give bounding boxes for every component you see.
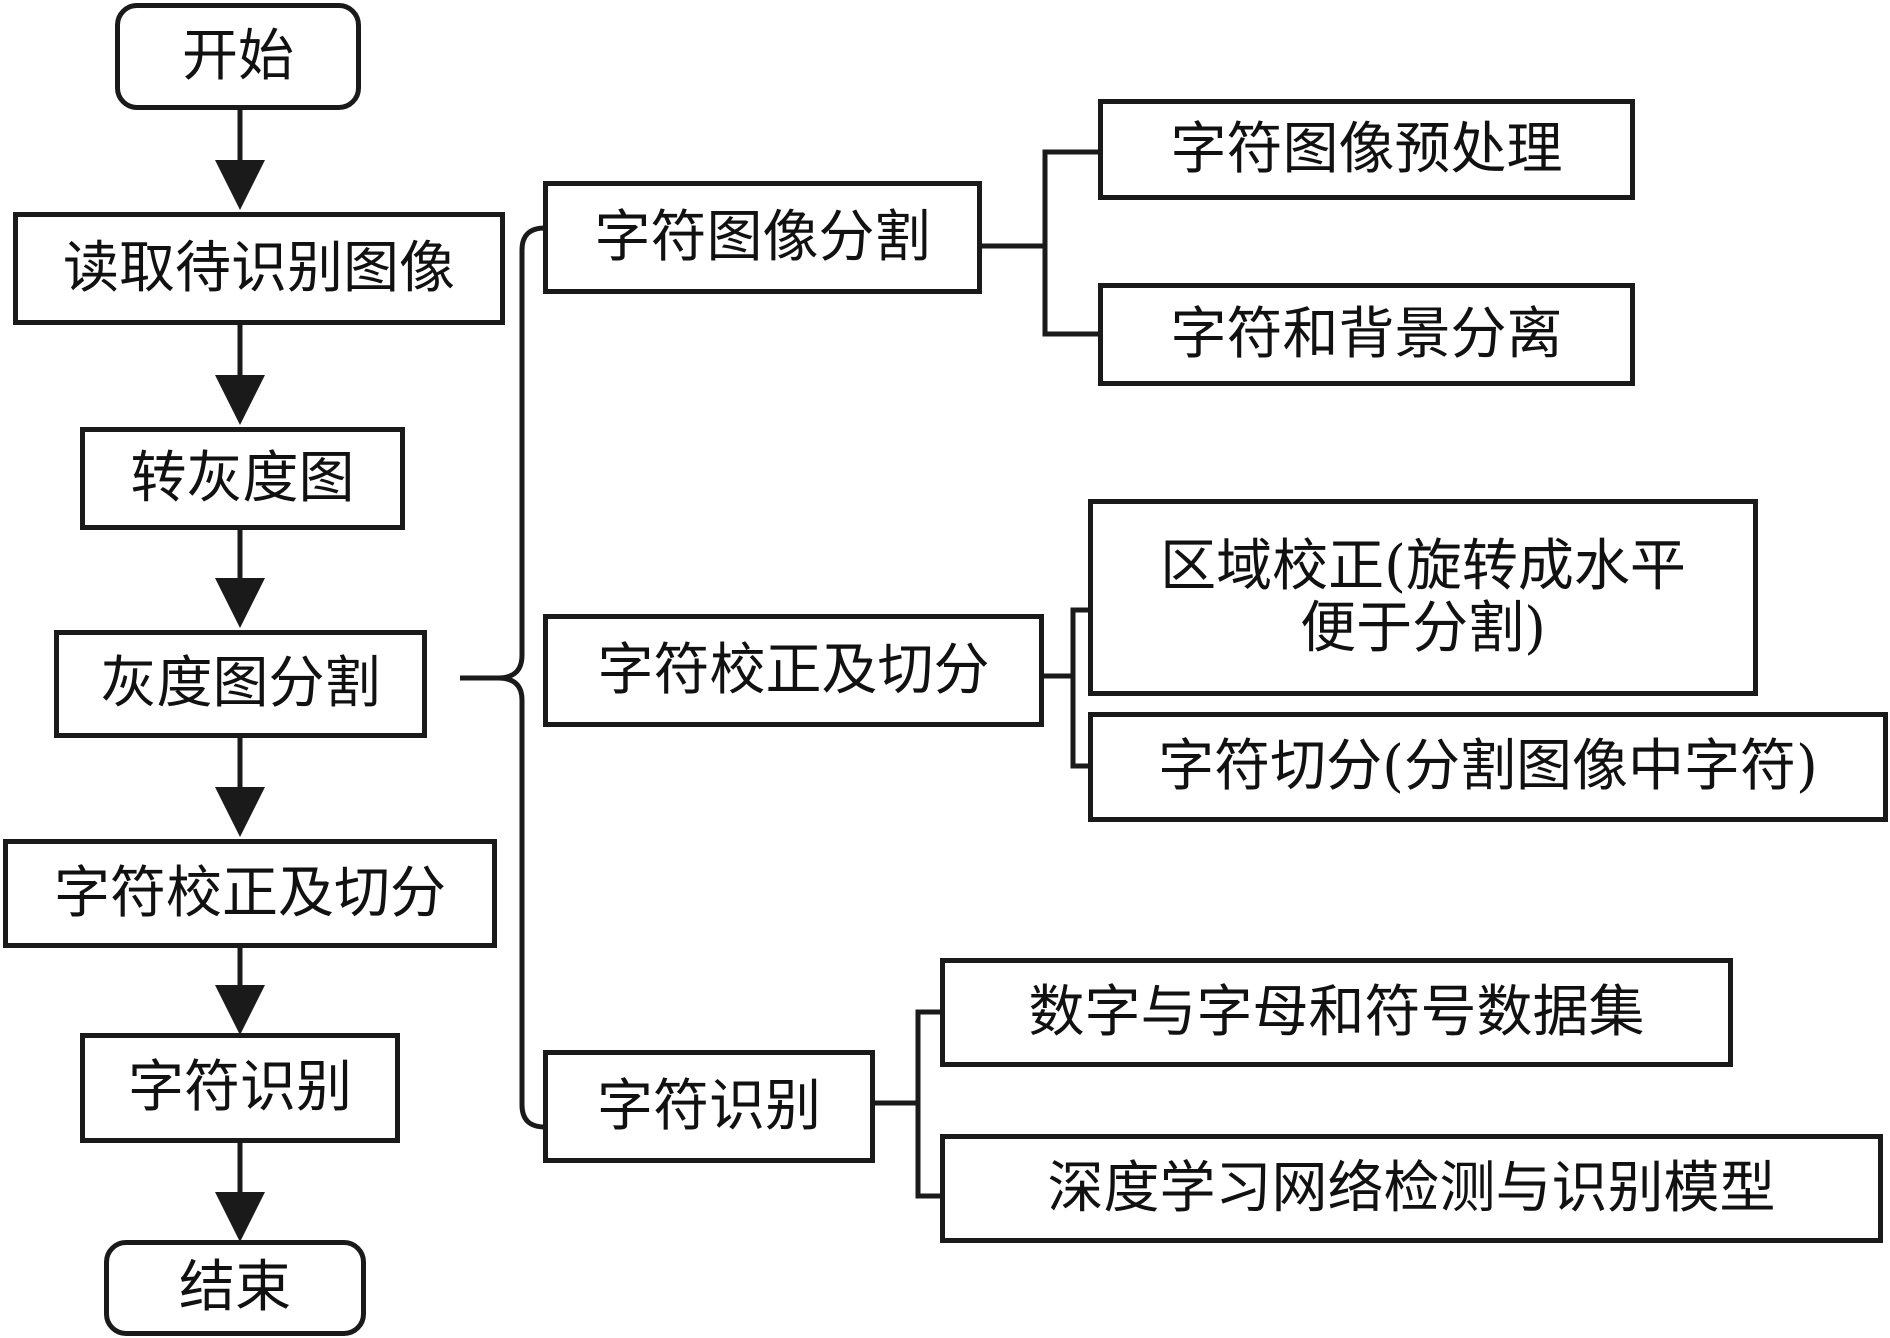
group-image-segmentation: 字符图像分割 <box>543 181 982 294</box>
sub-dl-model: 深度学习网络检测与识别模型 <box>940 1134 1883 1243</box>
sub-region-correction-line2: 便于分割) <box>1300 595 1546 661</box>
sub-char-split: 字符切分(分割图像中字符) <box>1088 712 1888 822</box>
group-char-recognition-label: 字符识别 <box>597 1073 821 1139</box>
sub-dataset: 数字与字母和符号数据集 <box>940 958 1733 1067</box>
sub-dataset-label: 数字与字母和符号数据集 <box>1028 979 1645 1045</box>
start-terminal: 开始 <box>115 3 361 110</box>
sub-image-preprocess: 字符图像预处理 <box>1098 99 1635 200</box>
step-read-image-label: 读取待识别图像 <box>63 235 455 301</box>
step-char-recognition-label: 字符识别 <box>128 1055 352 1121</box>
start-label: 开始 <box>182 23 294 89</box>
step-char-recognition: 字符识别 <box>80 1033 400 1143</box>
step-to-grayscale: 转灰度图 <box>80 427 405 530</box>
step-read-image: 读取待识别图像 <box>13 212 505 325</box>
group-brace <box>460 225 546 1130</box>
step-gray-segmentation: 灰度图分割 <box>54 630 427 738</box>
sub-image-preprocess-label: 字符图像预处理 <box>1170 116 1563 182</box>
step-char-correction-label: 字符校正及切分 <box>54 860 446 926</box>
step-gray-segmentation-label: 灰度图分割 <box>100 651 381 717</box>
end-label: 结束 <box>179 1255 291 1321</box>
group-char-recognition: 字符识别 <box>543 1050 875 1163</box>
sub-background-separation-label: 字符和背景分离 <box>1170 301 1563 367</box>
sub-region-correction: 区域校正(旋转成水平 便于分割) <box>1088 499 1758 696</box>
end-terminal: 结束 <box>104 1240 366 1336</box>
step-char-correction: 字符校正及切分 <box>3 839 497 948</box>
sub-region-correction-line1: 区域校正(旋转成水平 <box>1160 533 1686 599</box>
group-char-correction-label: 字符校正及切分 <box>597 637 990 703</box>
sub-dl-model-label: 深度学习网络检测与识别模型 <box>1047 1155 1776 1221</box>
group-image-segmentation-label: 字符图像分割 <box>594 204 931 270</box>
sub-background-separation: 字符和背景分离 <box>1098 283 1635 386</box>
sub-char-split-label: 字符切分(分割图像中字符) <box>1158 734 1818 800</box>
step-to-grayscale-label: 转灰度图 <box>130 445 355 511</box>
group-char-correction: 字符校正及切分 <box>543 614 1044 727</box>
